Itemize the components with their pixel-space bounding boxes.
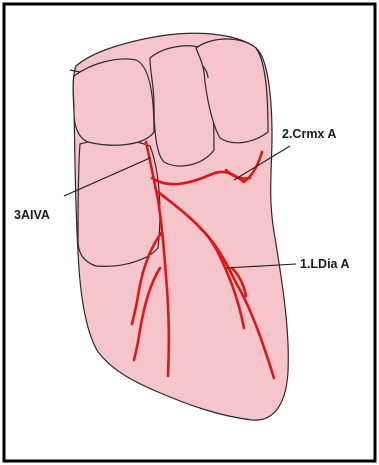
label-crmx: 2.Crmx A: [282, 127, 336, 141]
label-aiva: 3AIVA: [14, 208, 50, 222]
label-ldia: 1.LDia A: [300, 257, 350, 271]
top-left-lobe: [73, 59, 154, 145]
